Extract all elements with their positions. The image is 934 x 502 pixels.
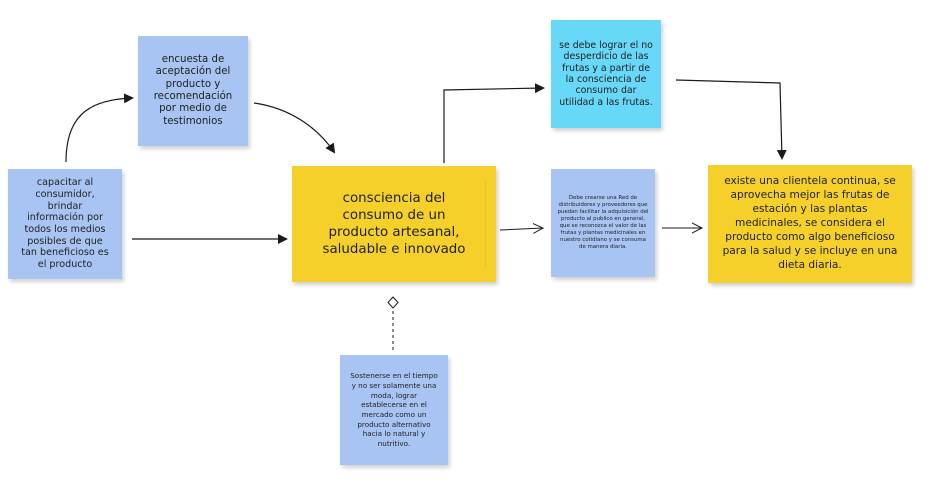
note-red[interactable]: Debe crearse una Red de distribuidores y…	[551, 169, 655, 277]
note-sostenerse-text: Sostenerse en el tiempo y no ser solamen…	[350, 371, 438, 449]
note-clientela-text: existe una clientela continua, se aprove…	[722, 175, 898, 271]
note-desperdicio-text: se debe lograr el no desperdicio de las …	[559, 39, 653, 108]
note-sostenerse[interactable]: Sostenerse en el tiempo y no ser solamen…	[340, 355, 448, 465]
connector-central-to-desperdicio	[443, 83, 545, 163]
note-central-fold	[485, 180, 486, 268]
connector-central-to-red	[499, 228, 543, 230]
note-central-text: consciencia del consumo de un producto a…	[322, 190, 466, 258]
note-encuesta-text: encuesta de aceptación del producto y re…	[153, 53, 233, 127]
note-desperdicio[interactable]: se debe lograr el no desperdicio de las …	[551, 20, 661, 128]
note-central[interactable]: consciencia del consumo de un producto a…	[292, 166, 496, 282]
connector-capacitar-to-encuesta	[65, 93, 134, 163]
note-clientela[interactable]: existe una clientela continua, se aprove…	[708, 165, 912, 283]
diamond-connector-end	[387, 296, 399, 309]
connector-encuesta-to-central	[253, 102, 336, 154]
note-red-text: Debe crearse una Red de distribuidores y…	[557, 194, 649, 251]
connector-desperdicio-to-clientela	[675, 79, 787, 160]
note-capacitar[interactable]: capacitar al consumidor, brindar informa…	[8, 169, 122, 279]
note-encuesta[interactable]: encuesta de aceptación del producto y re…	[138, 36, 248, 146]
note-capacitar-text: capacitar al consumidor, brindar informa…	[21, 177, 109, 271]
